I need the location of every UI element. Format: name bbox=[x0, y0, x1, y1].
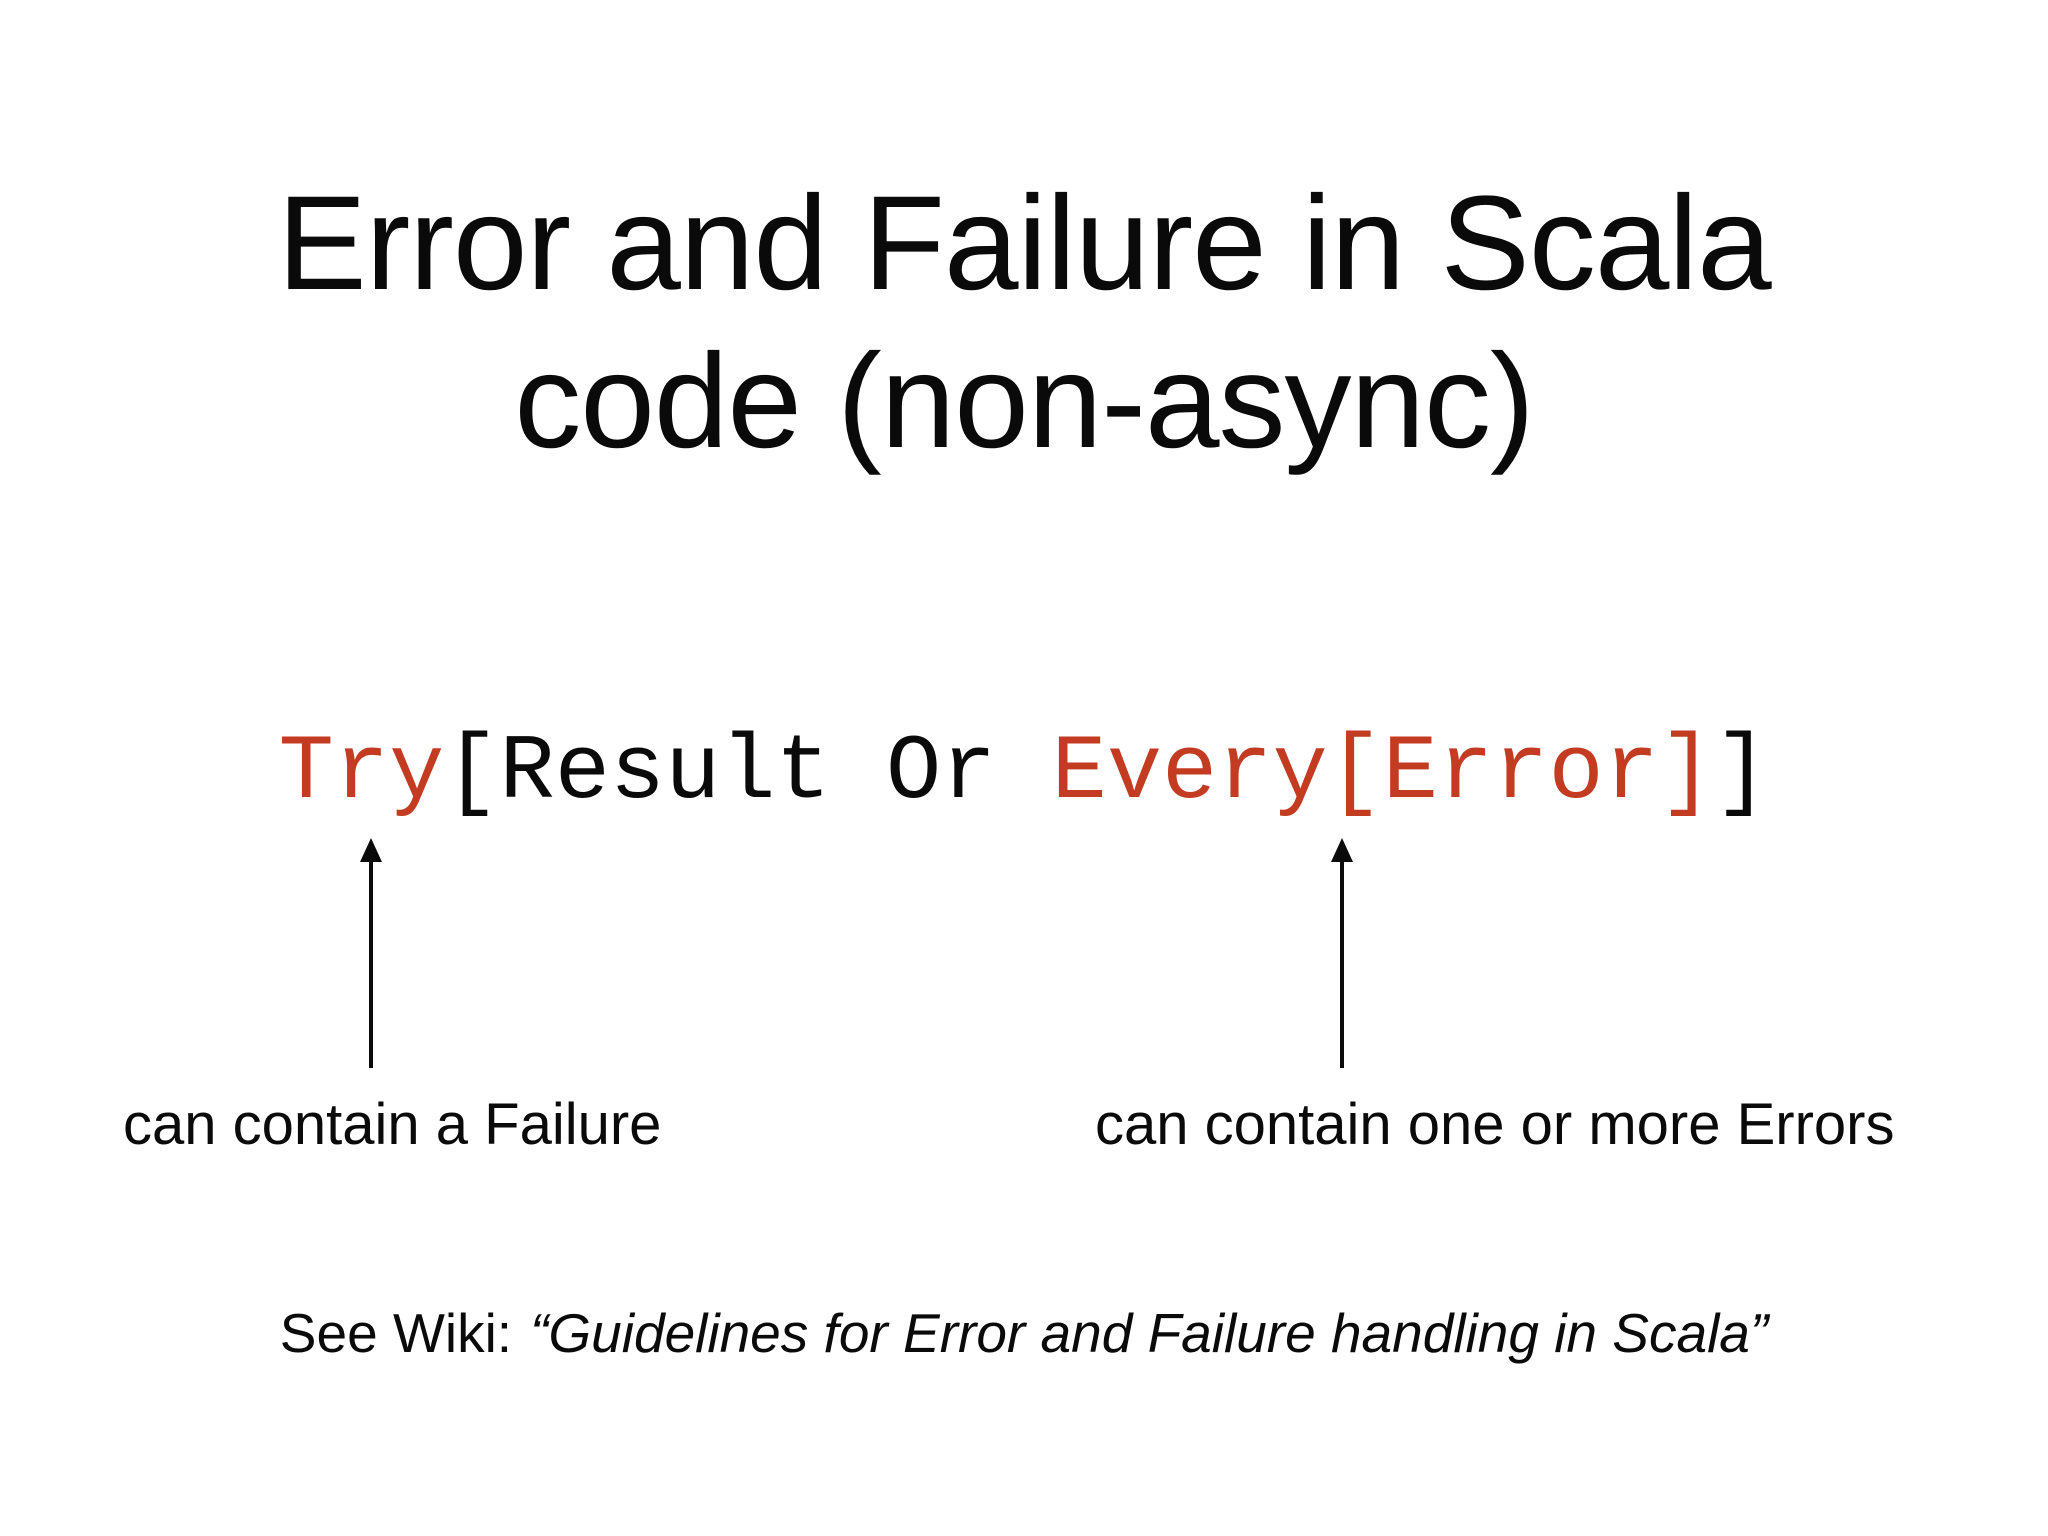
code-seg-middle: [Result Or bbox=[444, 720, 1052, 825]
arrow-line bbox=[369, 862, 373, 1068]
footer-note: See Wiki: “Guidelines for Error and Failu… bbox=[0, 1300, 2048, 1366]
title-line-1: Error and Failure in Scala bbox=[277, 168, 1771, 318]
right-annotation-label: can contain one or more Errors bbox=[1095, 1092, 1895, 1157]
footer-prefix: See Wiki: bbox=[279, 1302, 513, 1364]
left-annotation-label: can contain a Failure bbox=[123, 1092, 662, 1157]
footer-quote: “Guidelines for Error and Failure handli… bbox=[530, 1302, 1769, 1364]
code-seg-try: Try bbox=[278, 720, 445, 825]
code-seg-every-error: Every[Error] bbox=[1051, 720, 1715, 825]
up-arrow-left bbox=[357, 838, 385, 1068]
title-line-2: code (non-async) bbox=[514, 326, 1534, 476]
arrow-line bbox=[1340, 862, 1344, 1068]
arrowhead-up-icon bbox=[1331, 838, 1353, 862]
arrowhead-up-icon bbox=[360, 838, 382, 862]
code-seg-closing-bracket: ] bbox=[1714, 720, 1770, 825]
code-expression: Try[Result Or Every[Error]] bbox=[0, 723, 2048, 823]
up-arrow-right bbox=[1328, 838, 1356, 1068]
